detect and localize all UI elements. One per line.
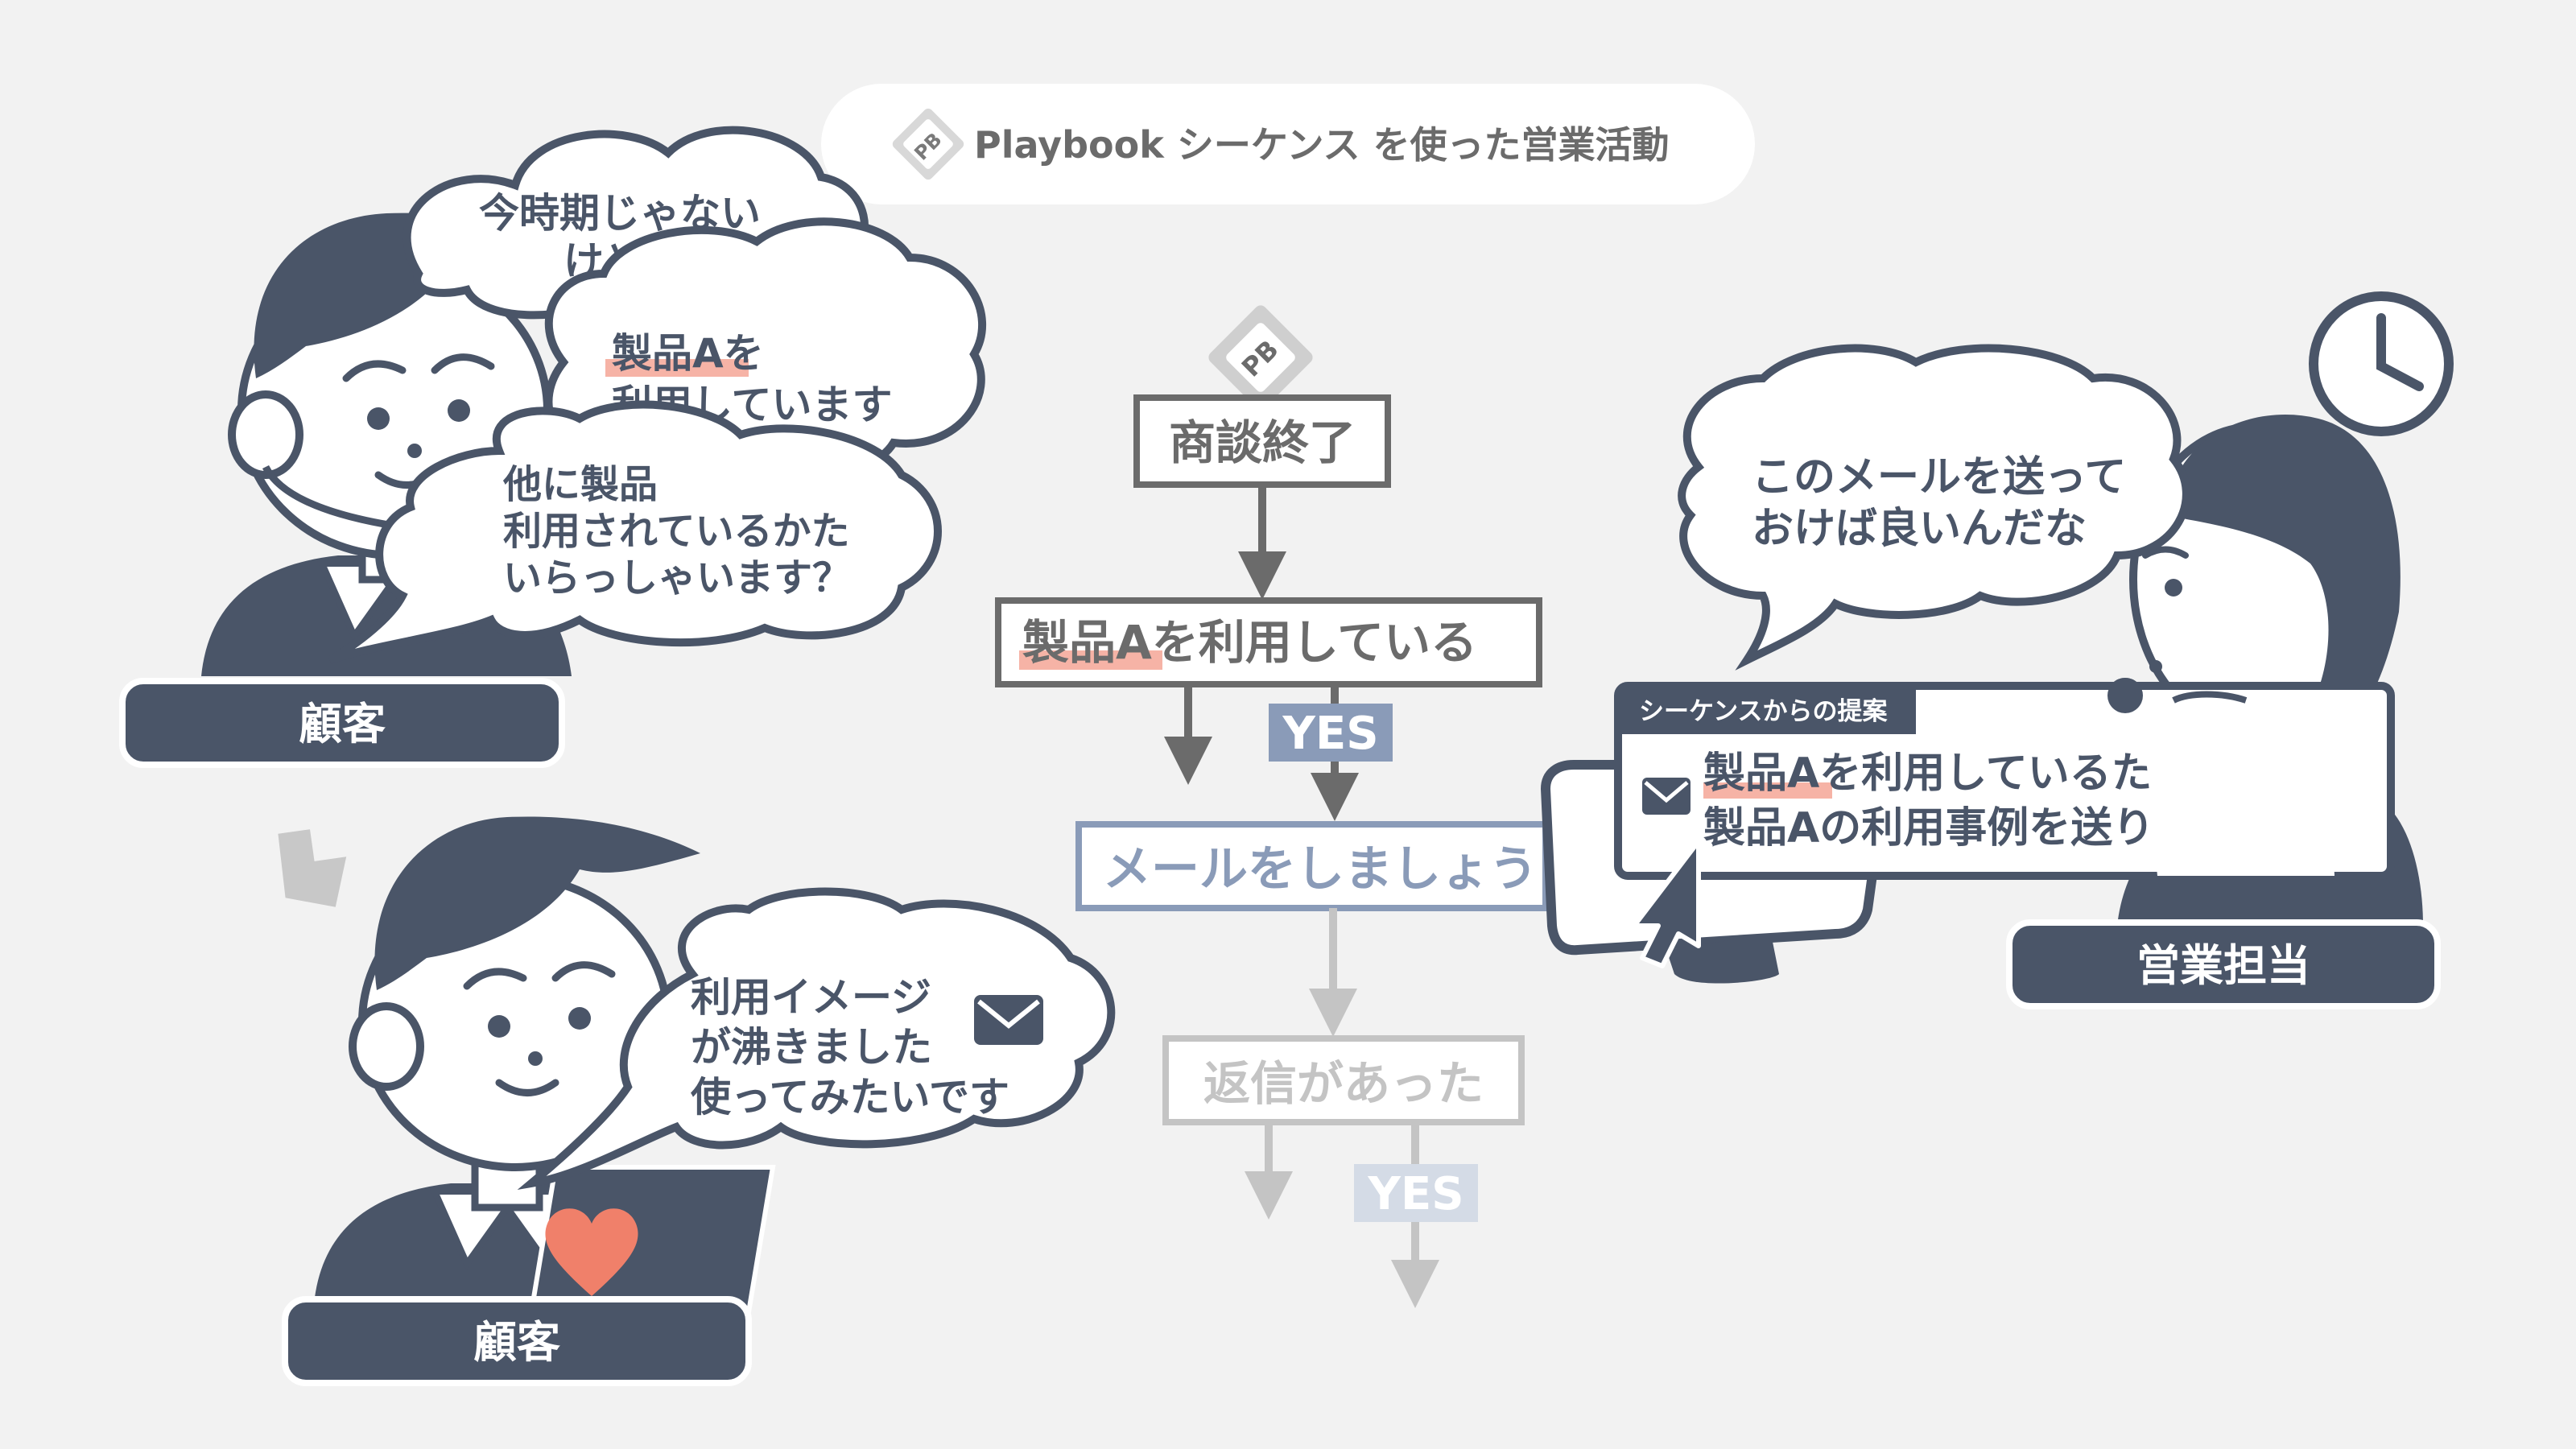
sales-label: 営業担当 <box>2006 919 2441 1009</box>
sales-person: シーケンスからの提案 製品Aを利用しているため 製品Aの利用事例を送りま このメ… <box>1540 291 2454 1009</box>
pb-logo-icon: PB <box>1208 305 1313 410</box>
customer-top-label: 顧客 <box>119 678 565 768</box>
bubble-mid-rest: を <box>724 330 764 377</box>
bubble-sales-line1: このメールを送って <box>1752 453 2126 502</box>
bubble-sales: このメールを送って おけば良いんだな <box>1678 344 2190 671</box>
svg-text:顧客: 顧客 <box>299 699 386 749</box>
svg-text:製品Aを利用している: 製品Aを利用している <box>1022 615 1477 670</box>
customer-bottom: 利用イメージ が沸きました 使ってみたいです 顧客 <box>282 816 1116 1386</box>
flow-start-box: 商談終了 <box>1133 394 1391 488</box>
down-arrow-icon <box>278 829 347 907</box>
customer-bottom-label: 顧客 <box>282 1296 752 1386</box>
customer-top: 今時期じゃない けど 製品Aを 利用しています 他に製品 利用されているかた い… <box>119 126 986 768</box>
svg-text:返信があった: 返信があった <box>1203 1056 1484 1111</box>
card-line2: 製品Aの利用事例を送りま <box>1703 804 2196 852</box>
svg-text:商談終了: 商談終了 <box>1169 415 1356 470</box>
card-line1-rest: を利用しているため <box>1819 749 2194 798</box>
bubble-bottom-line1: 利用イメージ <box>691 974 931 1021</box>
card-header: シーケンスからの提案 <box>1639 697 1888 726</box>
svg-text:メールをしましょう: メールをしましょう <box>1103 841 1538 898</box>
card-line1-highlight: 製品A <box>1703 749 1819 798</box>
flow-decision-1: 製品Aを利用している <box>995 597 1542 687</box>
bubble-front: 他に製品 利用されているかた いらっしゃいます？ <box>328 400 942 664</box>
bubble-front-line2: 利用されているかた <box>503 509 850 554</box>
mail-icon <box>974 995 1043 1045</box>
svg-text:YES: YES <box>1367 1168 1463 1220</box>
header: PB Playbook シーケンス を使った営業活動 <box>821 84 1755 204</box>
heart-icon <box>545 1208 638 1296</box>
yes-badge-1: YES <box>1269 704 1393 762</box>
svg-text:製品Aを: 製品Aを <box>612 330 764 377</box>
clock-icon <box>2309 291 2454 436</box>
flow-action-box: メールをしましょう <box>1075 821 1549 911</box>
svg-text:YES: YES <box>1282 708 1378 760</box>
svg-text:顧客: 顧客 <box>473 1317 560 1368</box>
flow-decision-1-highlight: 製品A <box>1022 615 1152 670</box>
svg-text:製品Aを利用しているため: 製品Aを利用しているため <box>1703 749 2195 798</box>
svg-text:営業担当: 営業担当 <box>2136 940 2310 991</box>
flowchart: PB 商談終了 製品Aを利用している YES メールをしましょう <box>995 305 1549 1308</box>
yes-badge-2: YES <box>1354 1164 1478 1222</box>
pb-logo-icon: PB <box>892 108 964 180</box>
cursor-arrow-icon <box>1632 839 1701 968</box>
bubble-front-line3: いらっしゃいます？ <box>503 555 851 601</box>
header-title: Playbook シーケンス を使った営業活動 <box>974 123 1670 167</box>
bubble-front-line1: 他に製品 <box>502 462 658 507</box>
bubble-mid-highlight: 製品A <box>612 330 724 377</box>
flow-decision-2: 返信があった <box>1162 1035 1525 1125</box>
mail-icon <box>1642 778 1690 815</box>
flow-decision-1-rest: を利用している <box>1152 615 1477 670</box>
bubble-bottom-line3: 使ってみたいです <box>691 1074 1009 1121</box>
bubble-bottom-line2: が沸きました <box>691 1024 932 1071</box>
bubble-bottom: 利用イメージ が沸きました 使ってみたいです <box>517 887 1116 1190</box>
bubble-sales-line2: おけば良いんだな <box>1752 505 2087 553</box>
